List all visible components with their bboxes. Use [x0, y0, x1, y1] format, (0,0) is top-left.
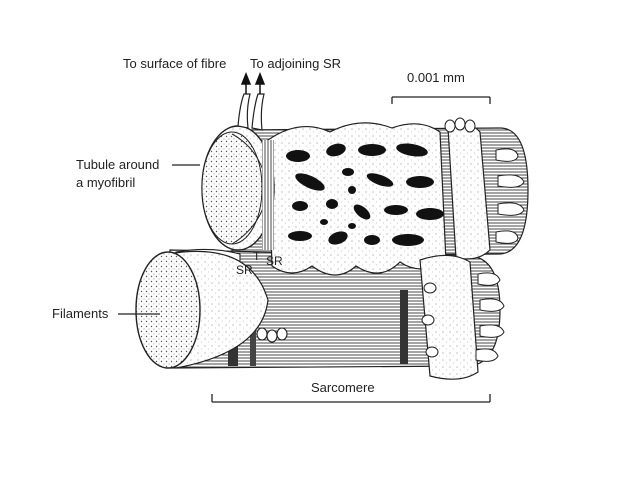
sarcoplasmic-reticulum-network [267, 122, 447, 276]
right-sr-band-lower [419, 254, 505, 380]
label-sr-left: SR [236, 263, 253, 277]
arrows [240, 71, 266, 94]
label-filaments: Filaments [52, 306, 109, 321]
label-to-adjoining-sr: To adjoining SR [250, 56, 342, 71]
lower-myofibril-end [135, 250, 269, 369]
label-t: T [253, 249, 261, 263]
label-to-surface: To surface of fibre [123, 56, 227, 71]
label-tubule-line1: Tubule around [76, 157, 160, 172]
ascending-tubules [237, 93, 265, 131]
label-sr-right: SR [266, 254, 283, 268]
tubule-ring [201, 125, 275, 251]
upper-end-striations [262, 140, 274, 250]
right-sr-band-upper [444, 117, 525, 260]
sarcomere-bracket [211, 394, 491, 403]
label-scale: 0.001 mm [407, 70, 465, 85]
scale-bar [391, 96, 491, 104]
label-sarcomere: Sarcomere [311, 380, 375, 395]
label-tubule-line2: a myofibril [76, 175, 136, 190]
